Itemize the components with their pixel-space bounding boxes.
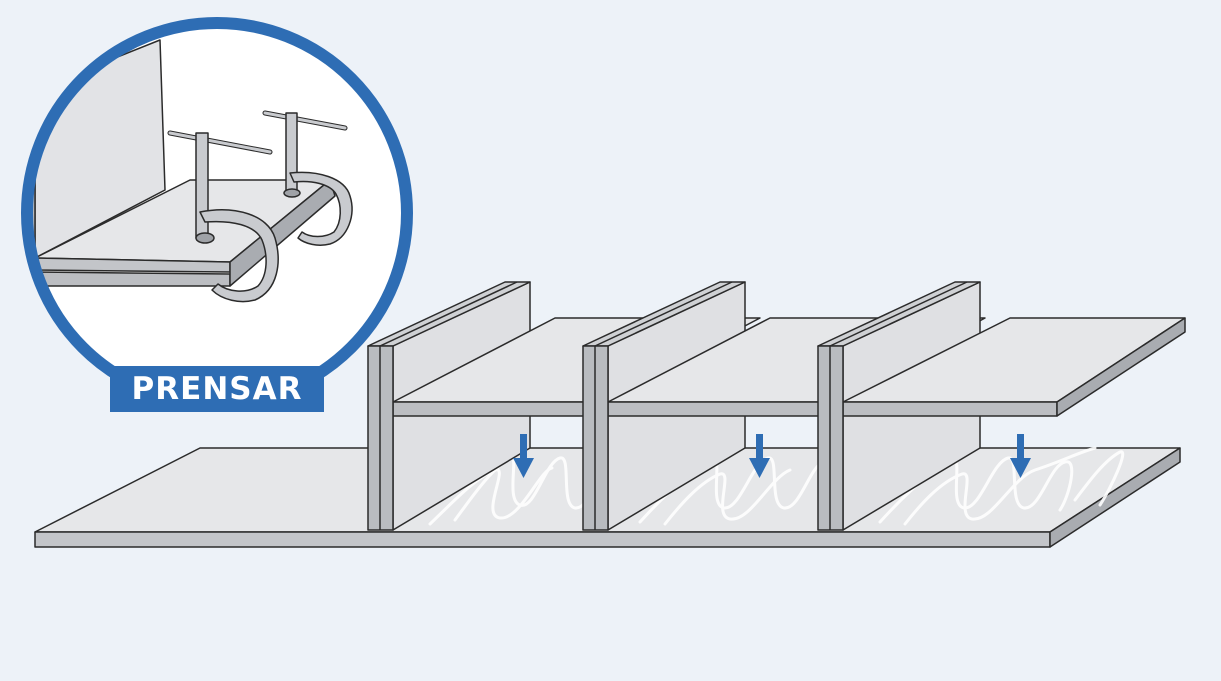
- arrow-down-icon: [749, 434, 770, 478]
- arrow-down-icon: [1010, 434, 1031, 478]
- cabinet-unit-3: [817, 281, 1186, 531]
- arrow-down-icon: [513, 434, 534, 478]
- assembly: [34, 281, 1186, 548]
- step-label-box: PRENSAR: [110, 366, 324, 412]
- step-title: PRENSAR: [131, 371, 303, 407]
- clamp-icon: [167, 130, 279, 303]
- clamp-icon: [262, 110, 353, 246]
- glue-pattern: [428, 446, 1125, 526]
- detail-inset: [21, 17, 413, 409]
